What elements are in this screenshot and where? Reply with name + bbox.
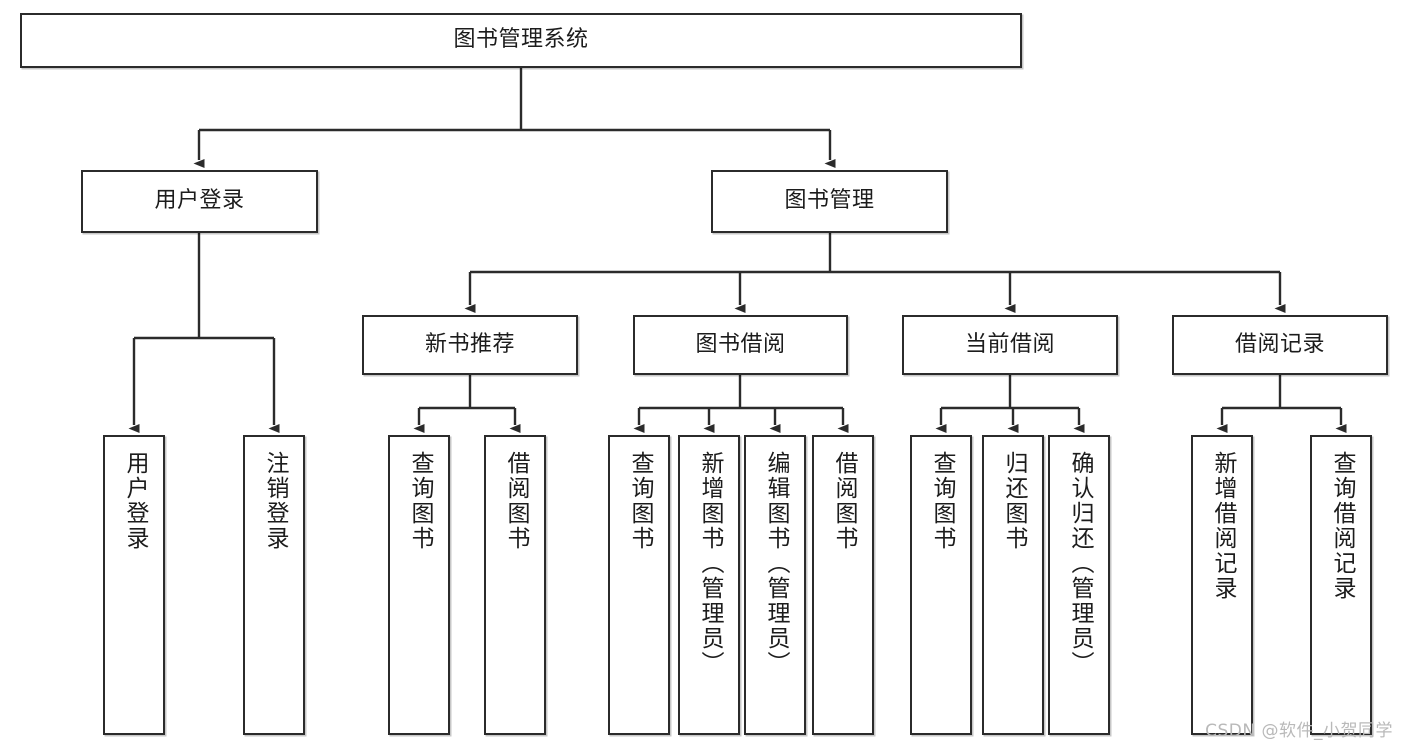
leaf-add-borrow-record[interactable]: 新增借阅记录: [1191, 435, 1253, 735]
node-current-borrow[interactable]: 当前借阅: [902, 315, 1118, 375]
leaf-query-borrow-record[interactable]: 查询借阅记录: [1310, 435, 1372, 735]
leaf-lend-book-label: 借阅图书: [830, 451, 857, 551]
leaf-query-book-recommend[interactable]: 查询图书: [388, 435, 450, 735]
node-new-book-recommend-label: 新书推荐: [424, 331, 515, 357]
leaf-return-book[interactable]: 归还图书: [982, 435, 1044, 735]
leaf-lend-book[interactable]: 借阅图书: [812, 435, 874, 735]
leaf-query-book-borrow[interactable]: 查询图书: [608, 435, 670, 735]
node-root[interactable]: 图书管理系统: [20, 13, 1022, 68]
node-root-label: 图书管理系统: [453, 27, 589, 53]
leaf-query-book-borrow-label: 查询图书: [626, 451, 653, 551]
node-book-borrow[interactable]: 图书借阅: [633, 315, 848, 375]
leaf-return-book-label: 归还图书: [1000, 451, 1027, 551]
leaf-add-book-admin-label: 新增图书（管理员）: [696, 451, 723, 676]
node-user-login[interactable]: 用户登录: [81, 170, 318, 233]
leaf-user-login[interactable]: 用户登录: [103, 435, 165, 735]
node-current-borrow-label: 当前借阅: [964, 331, 1055, 357]
leaf-user-login-label: 用户登录: [121, 451, 148, 551]
leaf-logout[interactable]: 注销登录: [243, 435, 305, 735]
leaf-query-borrow-record-label: 查询借阅记录: [1328, 451, 1355, 601]
node-borrow-record-label: 借阅记录: [1234, 331, 1325, 357]
leaf-edit-book-admin[interactable]: 编辑图书（管理员）: [744, 435, 806, 735]
node-book-management[interactable]: 图书管理: [711, 170, 948, 233]
node-borrow-record[interactable]: 借阅记录: [1172, 315, 1388, 375]
leaf-confirm-return-admin-label: 确认归还（管理员）: [1066, 451, 1093, 676]
node-book-management-label: 图书管理: [784, 188, 875, 214]
leaf-query-book-recommend-label: 查询图书: [406, 451, 433, 551]
node-new-book-recommend[interactable]: 新书推荐: [362, 315, 578, 375]
leaf-confirm-return-admin[interactable]: 确认归还（管理员）: [1048, 435, 1110, 735]
leaf-edit-book-admin-label: 编辑图书（管理员）: [762, 451, 789, 676]
leaf-borrow-book-recommend[interactable]: 借阅图书: [484, 435, 546, 735]
node-user-login-label: 用户登录: [154, 188, 245, 214]
leaf-add-borrow-record-label: 新增借阅记录: [1209, 451, 1236, 601]
leaf-query-book-current-label: 查询图书: [928, 451, 955, 551]
leaf-add-book-admin[interactable]: 新增图书（管理员）: [678, 435, 740, 735]
leaf-query-book-current[interactable]: 查询图书: [910, 435, 972, 735]
leaf-logout-label: 注销登录: [261, 451, 288, 551]
leaf-borrow-book-recommend-label: 借阅图书: [502, 451, 529, 551]
node-book-borrow-label: 图书借阅: [695, 331, 786, 357]
